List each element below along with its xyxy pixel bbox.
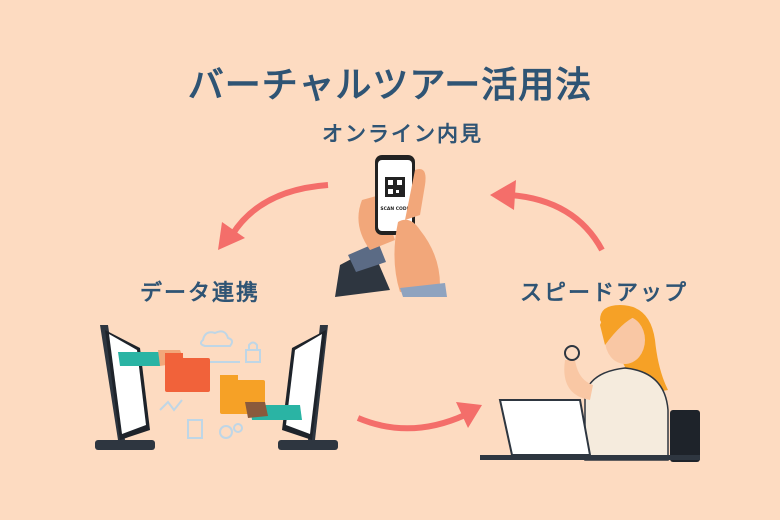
step-label-online-viewing: オンライン内見 [322, 122, 483, 146]
qr-code-icon [385, 177, 405, 197]
folder-red-icon [165, 353, 210, 392]
scan-code-text: SCAN CODE [380, 206, 409, 212]
phone-hand-illustration: SCAN CODE [335, 155, 447, 297]
laptop-icon [480, 399, 700, 460]
data-exchange-illustration [95, 325, 338, 450]
monitor-left-icon [95, 325, 155, 450]
monitor-right-icon [278, 325, 338, 450]
gear-icon [219, 425, 233, 439]
arrow-left-to-right-icon [356, 402, 482, 432]
page-title: バーチャルツアー活用法 [187, 65, 593, 106]
lock-icon [245, 349, 261, 363]
cloud-icon [199, 330, 234, 347]
arrow-right-to-top-icon [490, 180, 605, 252]
step-label-speed-up: スピードアップ [520, 281, 689, 306]
step-label-data-link: データ連携 [140, 281, 261, 306]
database-icon [187, 419, 203, 439]
woman-laptop-illustration [480, 305, 700, 462]
ok-hand-icon [564, 345, 580, 361]
arrow-top-to-left-icon [218, 182, 329, 250]
